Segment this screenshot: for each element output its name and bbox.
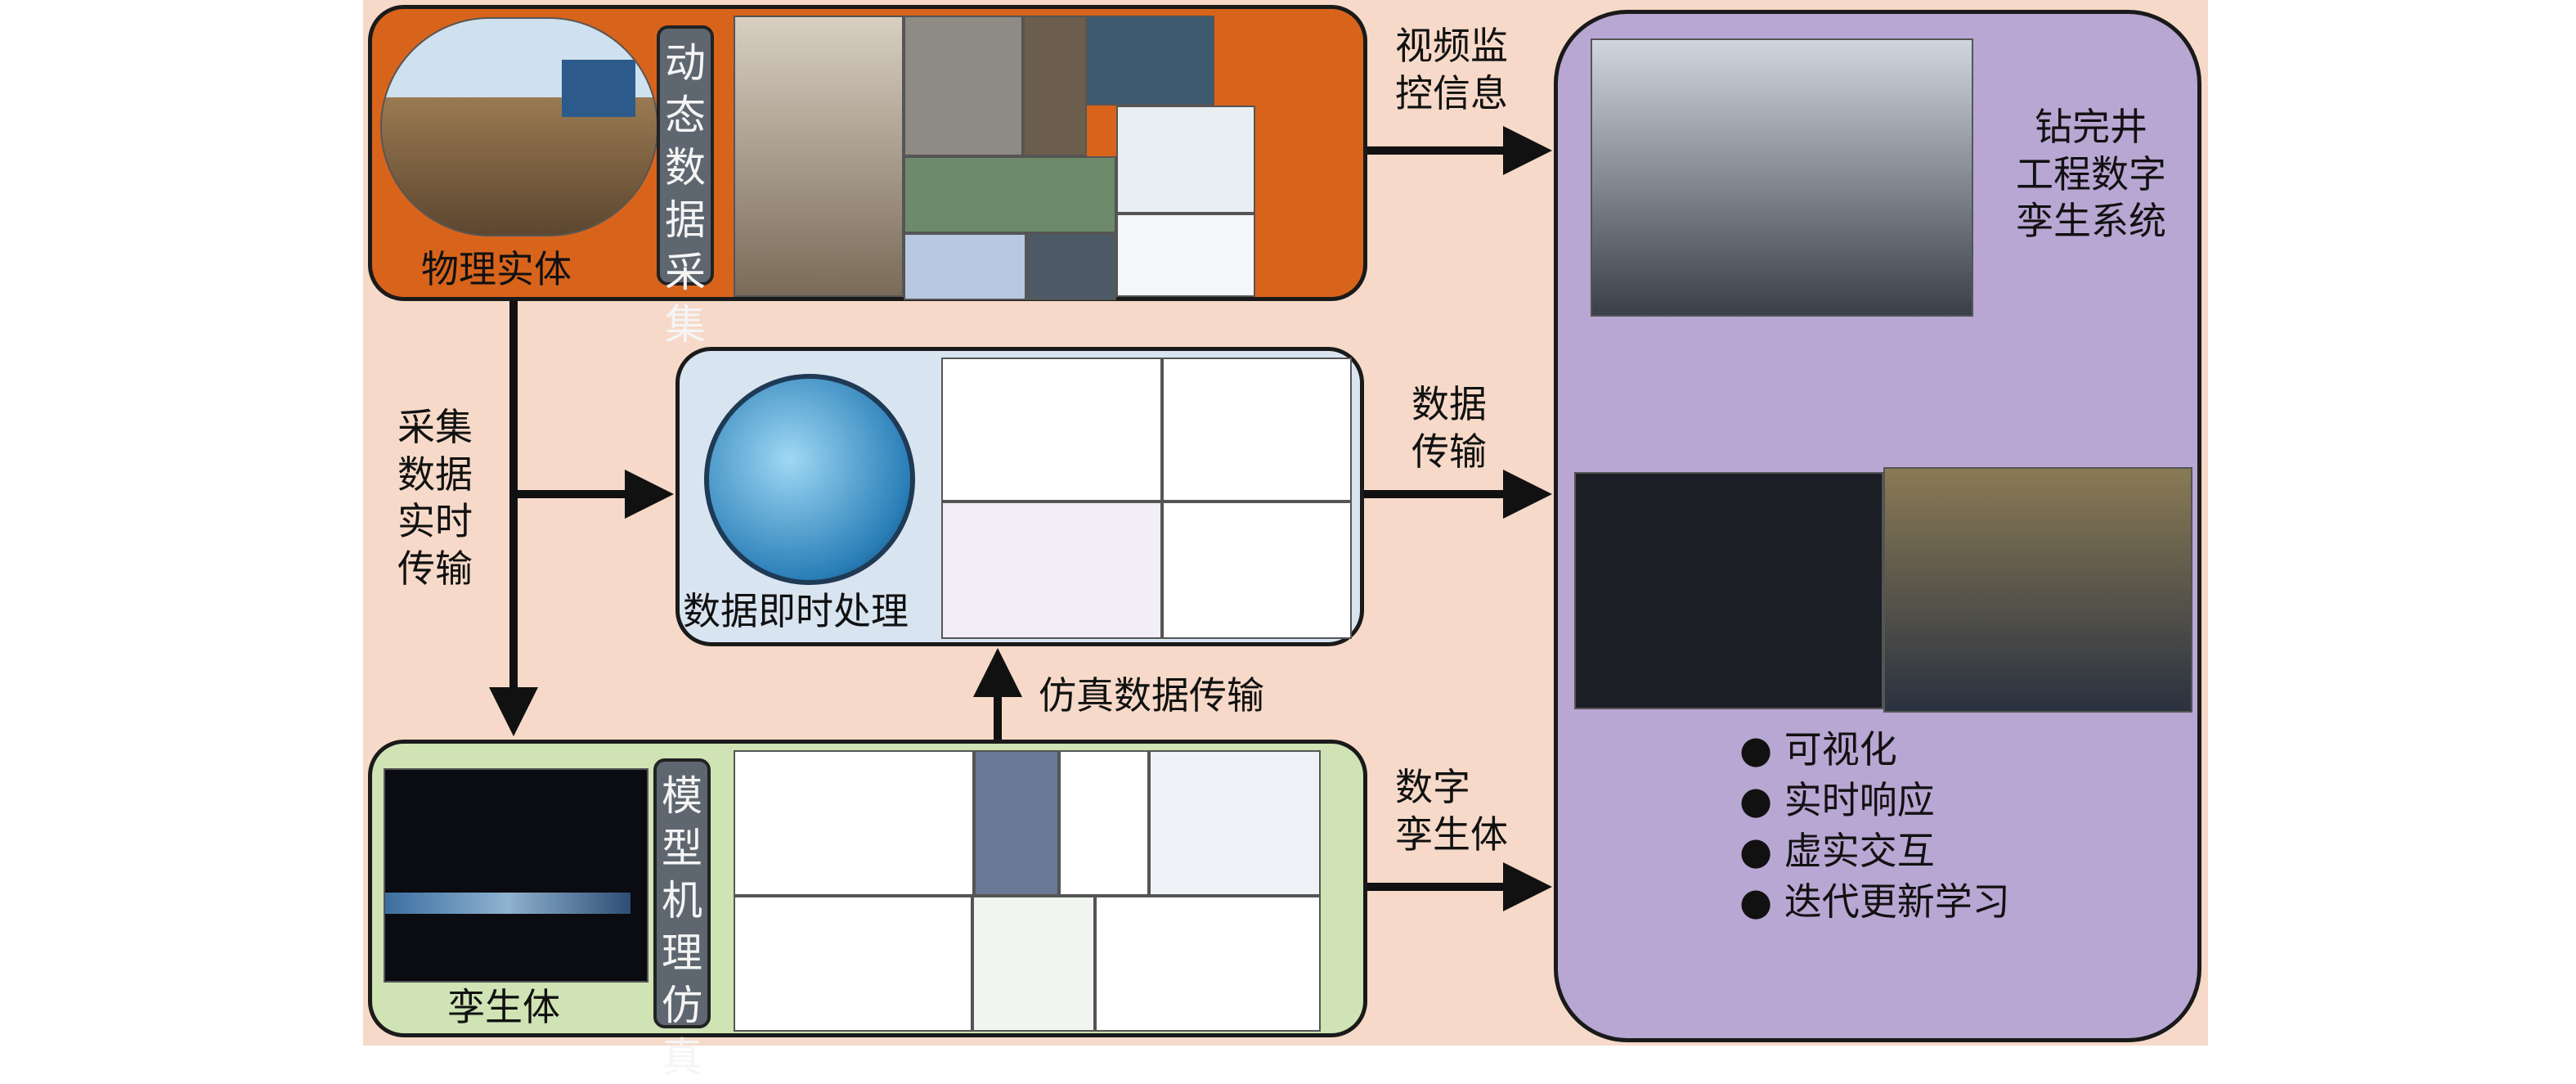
rig-floor-photo [1883, 467, 2192, 713]
twin-caption: 孪生体 [447, 985, 560, 1029]
stress-field [1149, 750, 1321, 896]
physical-caption: 物理实体 [421, 247, 572, 291]
processing-caption: 数据即时处理 [683, 589, 909, 633]
drilling-site-photo [380, 17, 658, 236]
physical-entity-node: 动态数据采集 物理实体 [368, 5, 1367, 349]
tool-animation [384, 768, 648, 983]
edge-label-data-tx: 数据传输 [1411, 382, 1487, 474]
bullet-virtual-real-interaction: ● 虚实交互 [1739, 829, 1935, 873]
edge-label-digital-twin: 数字孪生体 [1395, 765, 1508, 857]
simulation-curve [734, 750, 974, 896]
monitor-photo [1116, 106, 1255, 214]
trajectory-chart [941, 358, 1162, 502]
data-table [1095, 896, 1321, 1032]
component-photo [904, 16, 1023, 156]
twin-node: 模型机理仿真 孪生体 [368, 740, 1367, 1082]
edge-label-collect: 采集数据 实时传输 [397, 405, 473, 591]
bullet-visualization: ● 可视化 [1739, 727, 1897, 771]
block-diagram [1162, 502, 1352, 639]
control-room-photo [1591, 38, 1973, 317]
shaft-photo [1023, 16, 1087, 156]
equipment-photo [1026, 233, 1116, 300]
lab-photo [904, 156, 1116, 233]
physical-tag: 动态数据采集 [657, 25, 714, 349]
connector-arrows [489, 126, 1552, 911]
edge-label-video: 视频监控信息 [1395, 24, 1508, 115]
edge-label-sim-tx: 仿真数据传输 [1039, 673, 1264, 717]
software-ui-photo [904, 233, 1026, 300]
waveform-chart [1162, 358, 1352, 502]
globe-icon [704, 374, 915, 585]
fem-model [974, 750, 1059, 896]
tool-photo [734, 16, 904, 297]
mast-model [972, 896, 1095, 1032]
signal-plot [1116, 214, 1255, 297]
process-flowchart [941, 502, 1162, 639]
test-rig-photo [1087, 16, 1214, 106]
derrick-model [734, 896, 972, 1032]
data-processing-node: 数据即时处理 [675, 347, 1364, 646]
3d-trajectory-view [1574, 472, 1883, 709]
digital-twin-system-node: 钻完井 工程数字 孪生系统 ● 可视化 ● 实时响应 ● 虚实交互 ● 迭代更新… [1554, 10, 2201, 1042]
response-plot [1059, 750, 1149, 896]
bullet-iterative-learning: ● 迭代更新学习 [1739, 879, 2010, 924]
system-title: 钻完井 工程数字 孪生系统 [2016, 105, 2166, 243]
bullet-real-time-response: ● 实时响应 [1739, 778, 1935, 822]
